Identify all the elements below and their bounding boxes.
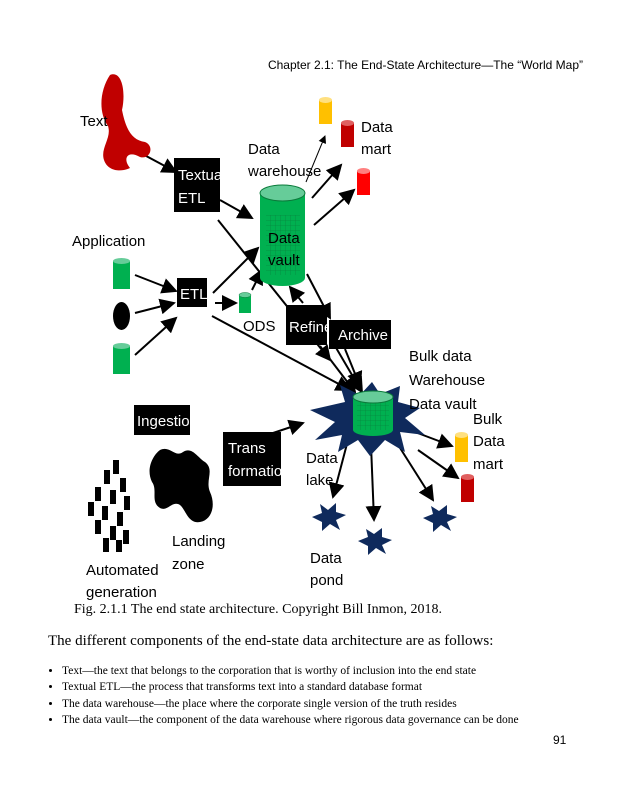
data-lake-label: lake	[306, 472, 334, 489]
bulk-dw-label: Data vault	[409, 396, 477, 413]
data-mart-label: Data	[361, 119, 393, 136]
data-lake-label: Data	[306, 450, 338, 467]
bulk-mart-label: mart	[473, 456, 504, 473]
refine-label: Refine	[289, 319, 332, 336]
landing-zone-label: zone	[172, 556, 205, 573]
bulk-dw-label: Bulk data	[409, 348, 472, 365]
ingestion-box	[134, 405, 190, 435]
transformation-label: Trans	[228, 440, 266, 457]
ods-label: ODS	[243, 318, 276, 335]
component-list: Text—the text that belongs to the corpor…	[44, 663, 519, 728]
label-text: Text	[80, 113, 108, 130]
bulk-dw-cylinder	[352, 390, 394, 436]
application-sources	[113, 258, 130, 374]
textual-etl-label: ETL	[178, 190, 206, 207]
bulk-dw-label: Warehouse	[409, 372, 485, 389]
transformation-box	[223, 432, 281, 486]
data-vault-label: vault	[268, 252, 301, 269]
archive-box	[329, 320, 391, 349]
data-mart-cylinders	[319, 97, 370, 195]
textual-etl-box	[174, 158, 220, 212]
textual-etl-label: Textual	[178, 167, 226, 184]
automated-generation-records	[88, 460, 130, 552]
automated-generation-label: Automated	[86, 562, 159, 579]
running-header: Chapter 2.1: The End-State Architecture—…	[267, 58, 583, 72]
etl-label: ETL	[180, 286, 208, 303]
etl-box	[177, 278, 207, 307]
refine-box	[286, 305, 327, 345]
ingestion-label: Ingestion	[137, 413, 198, 430]
list-item: The data warehouse—the place where the c…	[62, 696, 519, 712]
data-warehouse-cylinder	[259, 184, 306, 286]
automated-generation-label: generation	[86, 584, 157, 600]
page-number: 91	[553, 733, 567, 747]
data-pond-label: Data	[310, 550, 342, 567]
data-pond-stars	[312, 503, 457, 555]
ods-cylinder	[238, 292, 252, 313]
data-warehouse-label: Data	[248, 141, 280, 158]
bulk-mart-label: Bulk	[473, 411, 503, 428]
bulk-mart-cylinders	[455, 432, 474, 502]
text-source-blob	[101, 74, 151, 171]
transformation-label: formation	[228, 463, 291, 480]
data-vault-label: Data	[268, 230, 300, 247]
list-item: Text—the text that belongs to the corpor…	[62, 663, 519, 679]
data-mart-label: mart	[361, 141, 392, 158]
figure-caption: Fig. 2.1.1 The end state architecture. C…	[74, 602, 442, 617]
list-item: The data vault—the component of the data…	[62, 712, 519, 728]
architecture-diagram: Text Textual ETL Data warehouse Data vau…	[72, 74, 505, 600]
bulk-mart-label: Data	[473, 433, 505, 450]
landing-zone-blob	[149, 448, 213, 523]
intro-paragraph: The different components of the end-stat…	[48, 633, 494, 649]
application-label: Application	[72, 233, 145, 250]
data-warehouse-label: warehouse	[247, 163, 321, 180]
data-pond-label: pond	[310, 572, 343, 589]
landing-zone-label: Landing	[172, 533, 225, 550]
list-item: Textual ETL—the process that transforms …	[62, 679, 519, 695]
arrow-thin	[305, 135, 327, 183]
archive-label: Archive	[338, 327, 388, 344]
